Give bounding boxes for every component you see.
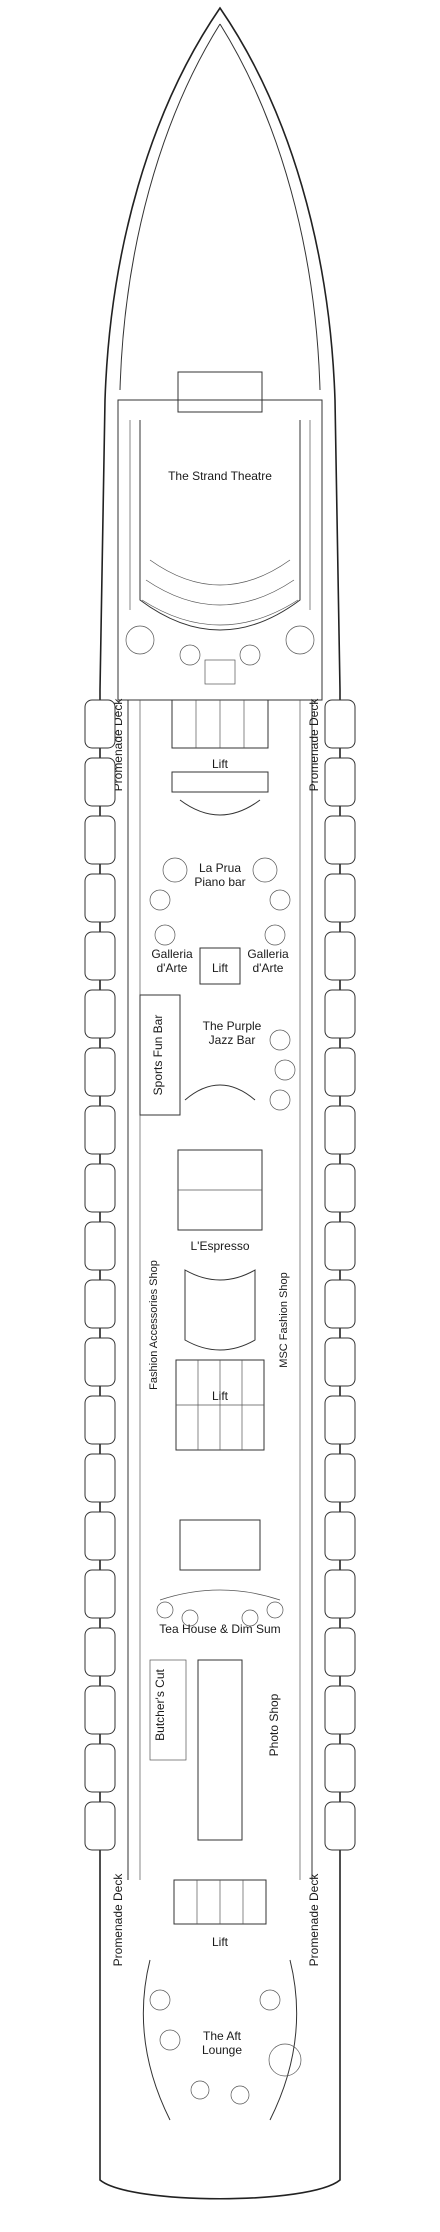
central-lift <box>175 1359 265 1451</box>
lift-label-forward: Lift <box>212 757 229 771</box>
hull-outline <box>99 6 341 2200</box>
lifeboat <box>84 1801 116 1851</box>
lifeboat <box>324 1047 356 1097</box>
lifeboat <box>324 1801 356 1851</box>
la-prua-label-1: La Prua <box>199 861 241 875</box>
lifeboat <box>84 931 116 981</box>
lifeboat <box>324 1221 356 1271</box>
promenade-deck-fwd-right: Promenade Deck <box>307 698 321 792</box>
lifeboat <box>84 873 116 923</box>
galleria-left-label-2: d'Arte <box>157 961 188 975</box>
mid-lift <box>199 947 241 985</box>
promenade-deck-aft-right: Promenade Deck <box>307 1873 321 1967</box>
aft-lounge-area <box>142 1959 302 2121</box>
lifeboat <box>324 1395 356 1445</box>
bow-inner-line <box>119 23 321 391</box>
lifeboat <box>84 1105 116 1155</box>
tea-house-area <box>156 1519 284 1627</box>
lifeboat <box>324 757 356 807</box>
aft-lounge-label-1: The Aft <box>203 2029 242 2043</box>
jazz-bar-area <box>139 994 296 1116</box>
lift-label-aft: Lift <box>212 1935 229 1949</box>
lifeboat <box>84 757 116 807</box>
lifeboat <box>84 1627 116 1677</box>
lifeboat <box>84 699 116 749</box>
lifeboat <box>84 1047 116 1097</box>
fashion-accessories-label: Fashion Accessories Shop <box>148 1260 160 1390</box>
lifeboat <box>84 1569 116 1619</box>
galleria-right-label-1: Galleria <box>247 947 289 961</box>
galleria-right-label-2: d'Arte <box>253 961 284 975</box>
sports-fun-bar-label: Sports Fun Bar <box>151 1015 165 1096</box>
lifeboat <box>84 1685 116 1735</box>
espresso-area <box>177 1149 263 1231</box>
la-prua-label-2: Piano bar <box>194 875 245 889</box>
lifeboat <box>324 1511 356 1561</box>
forward-lift <box>171 699 269 793</box>
lifeboats-port <box>84 699 116 1851</box>
promenade-deck-aft-left: Promenade Deck <box>111 1873 125 1967</box>
espresso-label: L'Espresso <box>191 1239 250 1253</box>
galleria-left-label-1: Galleria <box>151 947 193 961</box>
lifeboat <box>84 1279 116 1329</box>
lifeboat <box>324 931 356 981</box>
lifeboat <box>324 699 356 749</box>
lifeboat <box>324 1685 356 1735</box>
lifeboat <box>324 1627 356 1677</box>
lifeboat <box>324 1337 356 1387</box>
strand-theatre-label: The Strand Theatre <box>168 469 272 483</box>
aft-lounge-label-2: Lounge <box>202 2043 242 2057</box>
butchers-cut-area <box>149 1659 243 1841</box>
lifeboats-starboard <box>324 699 356 1851</box>
lifeboat <box>324 815 356 865</box>
interior-walls <box>127 700 313 1880</box>
lifeboat <box>324 1105 356 1155</box>
butchers-cut-label: Butcher's Cut <box>153 1669 167 1741</box>
lifeboat <box>324 873 356 923</box>
shops-area <box>184 1269 256 1351</box>
lifeboat <box>84 815 116 865</box>
theatre-area <box>117 371 323 701</box>
lifeboat <box>84 1453 116 1503</box>
lifeboat <box>84 1743 116 1793</box>
lifeboat <box>324 1163 356 1213</box>
lifeboat <box>84 1221 116 1271</box>
tea-house-label: Tea House & Dim Sum <box>159 1622 280 1636</box>
lifeboat <box>324 1453 356 1503</box>
msc-fashion-label: MSC Fashion Shop <box>278 1272 290 1367</box>
lifeboat <box>324 1743 356 1793</box>
lifeboat <box>84 1163 116 1213</box>
lifeboat <box>324 1569 356 1619</box>
lifeboat <box>84 1395 116 1445</box>
lifeboat <box>84 1511 116 1561</box>
photo-shop-label: Photo Shop <box>267 1693 281 1756</box>
lifeboat <box>324 989 356 1039</box>
la-prua-area <box>149 799 291 946</box>
aft-lift <box>173 1879 267 1925</box>
lifeboat <box>84 1337 116 1387</box>
lifeboat <box>84 989 116 1039</box>
purple-jazz-label-1: The Purple <box>203 1019 262 1033</box>
lift-label-central: Lift <box>212 1389 229 1403</box>
lift-label-mid: Lift <box>212 961 229 975</box>
purple-jazz-label-2: Jazz Bar <box>209 1033 256 1047</box>
lifeboat <box>324 1279 356 1329</box>
